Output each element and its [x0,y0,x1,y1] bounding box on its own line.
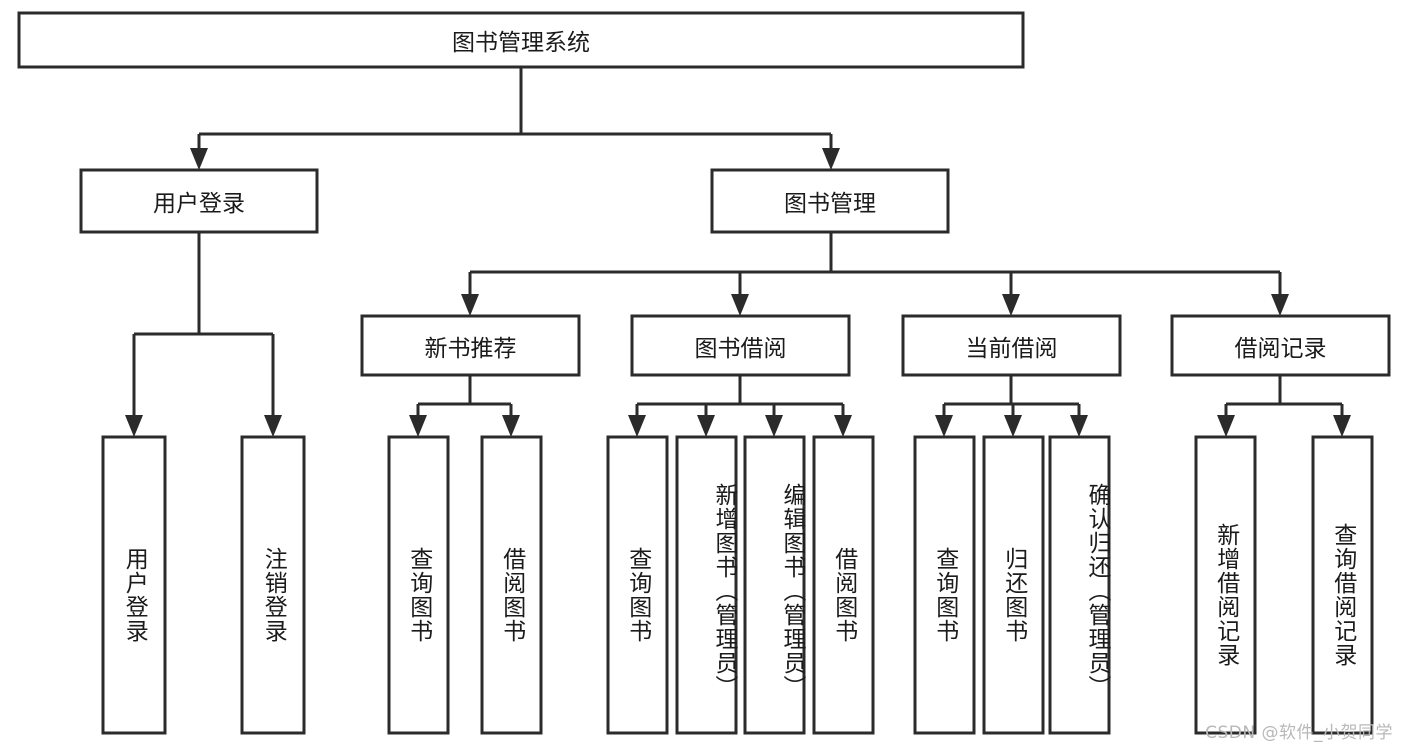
arrowhead-leaf-edit-book [765,415,783,437]
node-box-new-book-recommend[interactable] [360,314,581,377]
leaf-box-add-book-admin[interactable] [675,435,738,735]
arrowhead-book-mgmt [822,148,840,170]
node-box-book-borrow[interactable] [630,314,851,377]
connector-group-new-book-rec [409,375,520,437]
leaf-box-user-login[interactable] [101,435,167,735]
leaf-box-query-book-b[interactable] [606,435,669,735]
arrowhead-borrow-record [1271,294,1289,316]
arrowhead-leaf-return-book [1004,415,1022,437]
arrowhead-book-borrow [731,294,749,316]
leaf-box-query-book-a[interactable] [387,435,450,735]
csdn-watermark: CSDN @软件_小贺同学 [1205,723,1393,743]
node-box-user-login[interactable] [79,168,319,234]
connector-group-book-borrow [628,375,852,437]
arrowhead-leaf-confirm-return [1070,415,1088,437]
leaf-box-add-borrow-record[interactable] [1194,435,1257,735]
arrowhead-leaf-borrow-book-a [502,415,520,437]
leaf-box-borrow-book-a[interactable] [480,435,543,735]
connector-group-borrow-record [1217,375,1351,437]
node-box-root[interactable] [17,11,1025,69]
leaf-box-logout[interactable] [240,435,306,735]
connector-group-root [190,67,840,170]
leaf-box-borrow-book-b[interactable] [812,435,875,735]
leaf-box-query-borrow-record[interactable] [1311,435,1374,735]
arrowhead-leaf-query-book-a [409,415,427,437]
connector-group-user-login [125,232,282,437]
connector-group-current-borrow [935,375,1088,437]
arrowhead-leaf-add-record [1217,415,1235,437]
arrowhead-new-book-rec [461,294,479,316]
arrowhead-leaf-add-book [697,415,715,437]
leaf-box-return-book[interactable] [982,435,1045,735]
node-box-current-borrow[interactable] [901,314,1122,377]
arrowhead-leaf-query-book-c [935,415,953,437]
arrowhead-leaf-query-book-b [628,415,646,437]
leaf-box-confirm-return-admin[interactable] [1048,435,1111,735]
connector-group-book-mgmt [461,232,1289,316]
arrowhead-leaf-logout [264,415,282,437]
node-box-book-management[interactable] [710,168,950,234]
leaf-box-edit-book-admin[interactable] [743,435,806,735]
arrowhead-leaf-user-login [125,415,143,437]
node-box-borrow-record[interactable] [1170,314,1391,377]
arrowhead-leaf-borrow-book-b [834,415,852,437]
arrowhead-leaf-query-record [1333,415,1351,437]
leaf-box-query-book-c[interactable] [913,435,976,735]
arrowhead-current-borrow [1002,294,1020,316]
arrowhead-user-login [190,148,208,170]
